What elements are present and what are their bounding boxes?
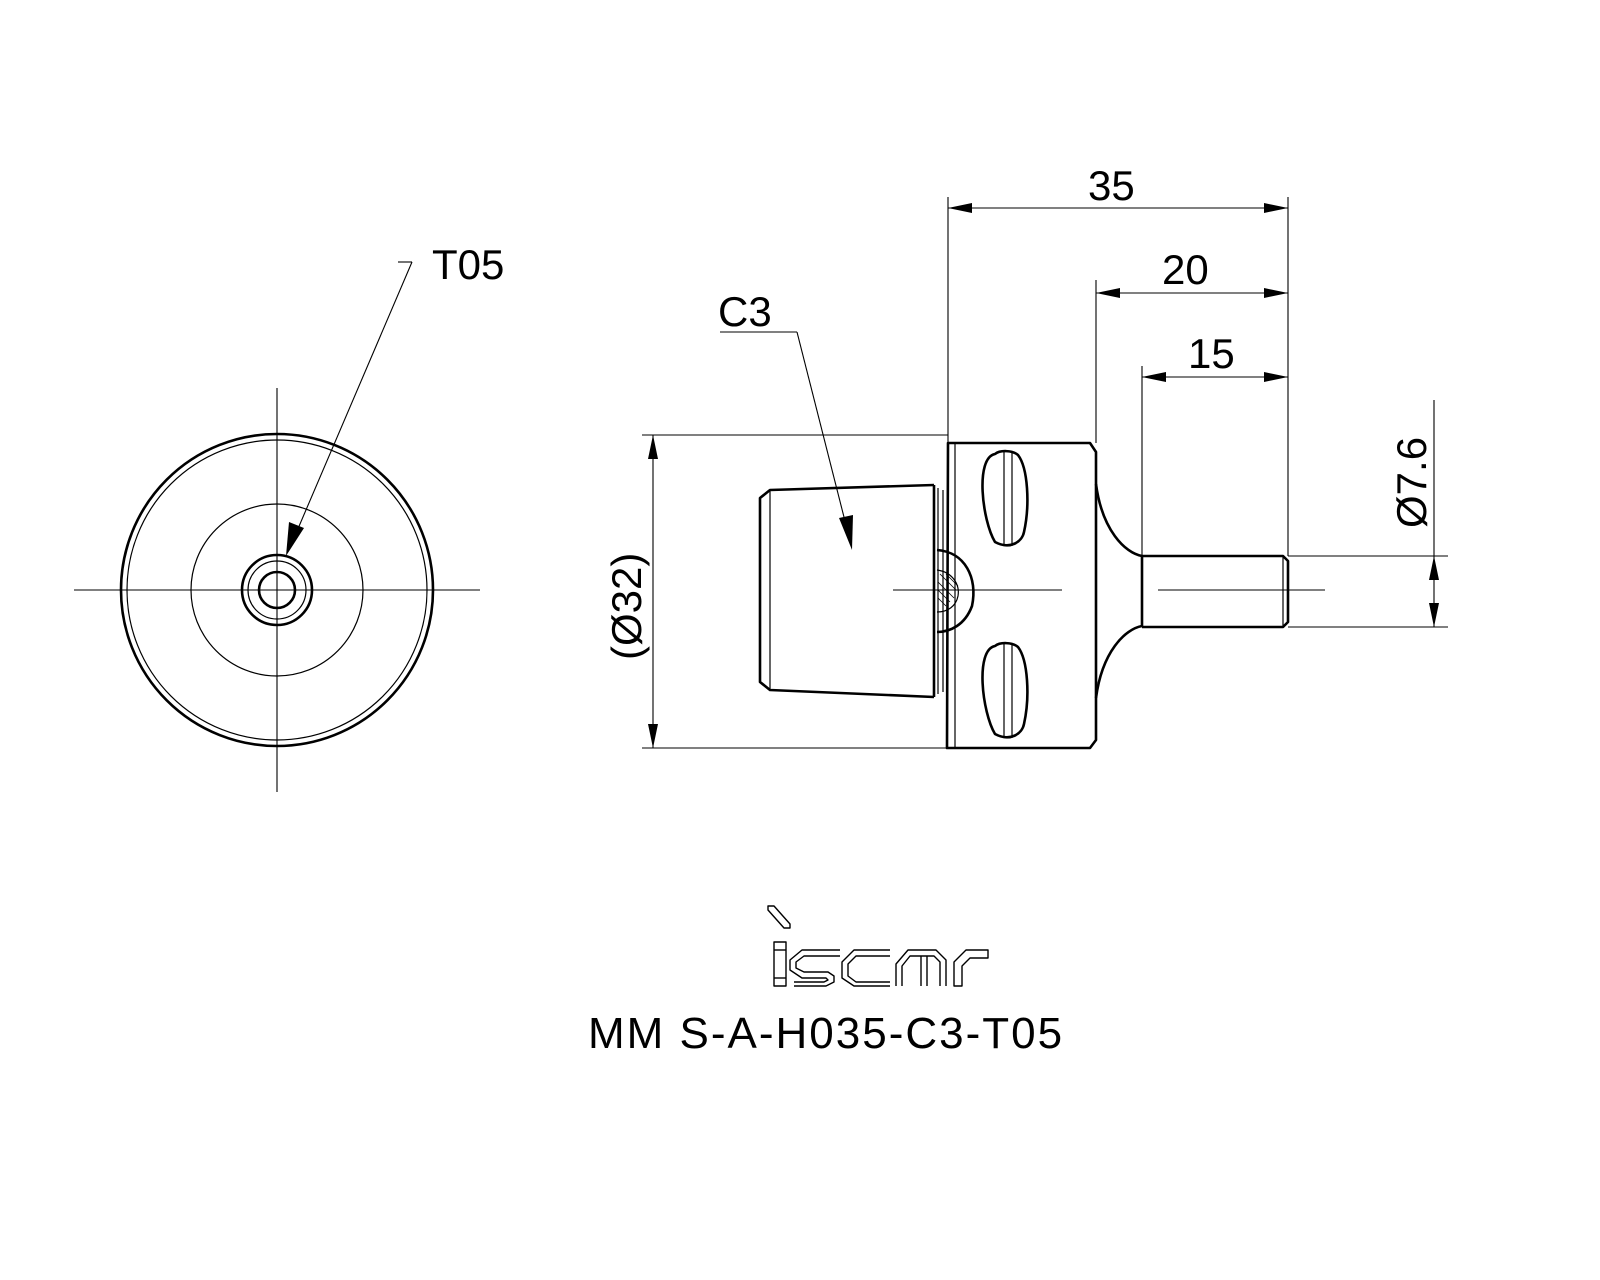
dim-20-value: 20 (1162, 246, 1209, 293)
dim-15-arrow-right (1264, 372, 1288, 382)
dim-76-value: Ø7.6 (1388, 437, 1435, 528)
front-outer-circle (119, 432, 435, 748)
front-view: T05 (74, 241, 504, 792)
dim-76-arrow-bottom (1429, 603, 1439, 627)
coolant-hole (936, 548, 975, 634)
upper-slot (981, 449, 1029, 547)
lower-slot (981, 641, 1029, 739)
c3-label: C3 (718, 288, 772, 335)
c3-leader-line (796, 331, 847, 526)
dim-20-arrow-left (1096, 288, 1120, 298)
t05-label: T05 (432, 241, 504, 288)
dim-32-arrow-top (648, 435, 658, 459)
neck-fillet-lower (1094, 624, 1143, 699)
t05-leader-line (296, 261, 413, 532)
iscar-logo (767, 905, 989, 987)
dim-20-arrow-right (1264, 288, 1288, 298)
dim-35-arrow-left (948, 203, 972, 213)
product-code: MM S-A-H035-C3-T05 (588, 1009, 1064, 1058)
dim-35-arrow-right (1264, 203, 1288, 213)
dim-35-value: 35 (1088, 162, 1135, 209)
tip (1142, 554, 1290, 629)
neck-fillet-upper (1094, 483, 1143, 558)
side-view: C3 35 20 15 (Ø32) Ø7.6 (603, 162, 1448, 750)
front-hole-outer (240, 553, 314, 627)
dim-15-value: 15 (1188, 330, 1235, 377)
front-outer-circle-inner-edge (126, 439, 428, 741)
main-body (945, 441, 1098, 750)
dim-32-arrow-bottom (648, 724, 658, 748)
c3-shank (758, 483, 935, 699)
front-hole-ring (247, 560, 307, 620)
dim-15-arrow-left (1142, 372, 1166, 382)
dim-76-arrow-top (1429, 556, 1439, 580)
front-hole-inner (257, 570, 297, 610)
dim-32-value: (Ø32) (603, 553, 650, 660)
front-middle-circle (190, 503, 364, 677)
c3-leader-arrow (839, 515, 853, 550)
t05-leader-arrow (286, 522, 304, 556)
